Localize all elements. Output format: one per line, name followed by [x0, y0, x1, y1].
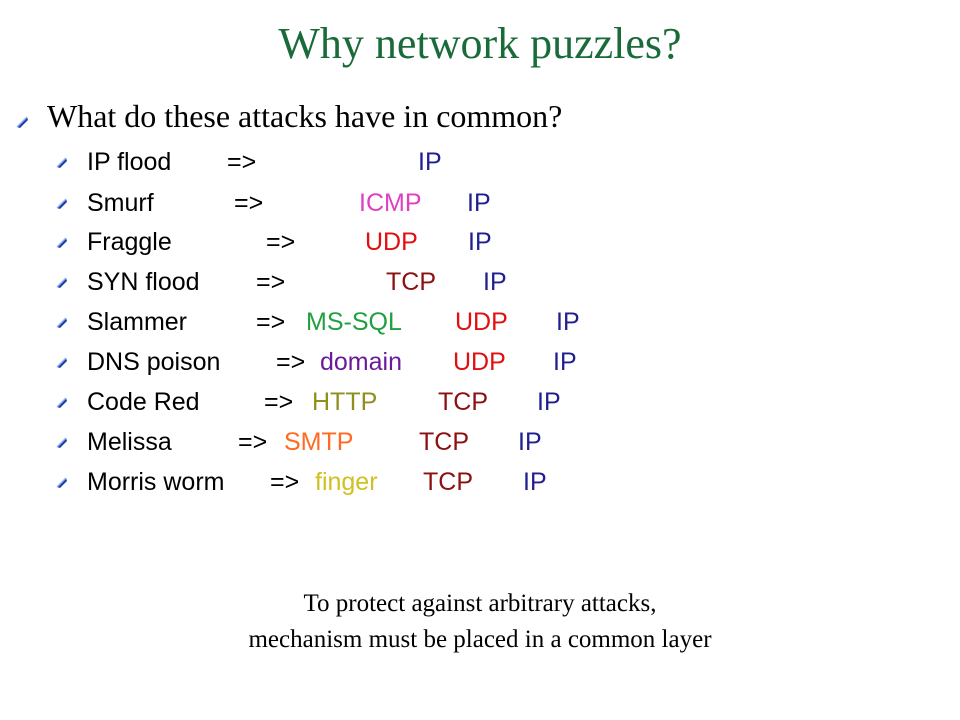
slide-title: Why network puzzles?: [278, 19, 682, 68]
protocol-label: UDP: [453, 348, 506, 376]
question-text: What do these attacks have in common?: [47, 98, 563, 134]
attack-arrow: =>: [256, 268, 286, 296]
protocol-label: finger: [315, 468, 378, 496]
attack-arrow: =>: [270, 468, 300, 496]
attack-name: Code Red: [87, 388, 200, 416]
protocol-label: domain: [320, 348, 402, 376]
protocol-label: TCP: [423, 468, 473, 496]
protocol-label: IP: [518, 428, 542, 456]
protocol-label: TCP: [386, 268, 436, 296]
attack-name: Fraggle: [87, 228, 172, 256]
attack-row: Slammer => MS-SQL UDP IP: [56, 302, 756, 342]
attack-arrow: =>: [256, 308, 286, 336]
attack-arrow: =>: [238, 428, 268, 456]
bullet-icon: [56, 157, 67, 168]
attack-name: Slammer: [87, 308, 188, 336]
bullet-icon: [56, 477, 67, 488]
bullet-icon: [56, 237, 67, 248]
attack-name: IP flood: [87, 148, 172, 176]
protocol-label: UDP: [365, 228, 418, 256]
attack-name: Morris worm: [87, 468, 225, 496]
protocol-label: IP: [553, 348, 577, 376]
bullet-icon: [56, 437, 67, 448]
bullet-icon: [56, 198, 67, 209]
attack-row: IP flood => IP: [56, 142, 756, 182]
attack-row: DNS poison => domain UDP IP: [56, 342, 756, 382]
protocol-label: IP: [483, 268, 507, 296]
attack-row: Code Red => HTTP TCP IP: [56, 382, 756, 422]
protocol-label: IP: [468, 228, 492, 256]
attack-name: Melissa: [87, 428, 172, 456]
protocol-label: ICMP: [359, 189, 422, 217]
attack-arrow: =>: [234, 189, 264, 217]
conclusion: To protect against arbitrary attacks, me…: [0, 586, 960, 658]
attack-arrow: =>: [266, 228, 296, 256]
protocol-label: IP: [556, 308, 580, 336]
protocol-label: TCP: [419, 428, 469, 456]
attack-row: Morris worm => finger TCP IP: [56, 462, 756, 502]
bullet-icon: [56, 277, 67, 288]
attack-row: Smurf => ICMP IP: [56, 183, 756, 223]
bullet-icon: [16, 116, 28, 128]
protocol-label: MS-SQL: [306, 308, 402, 336]
attack-arrow: =>: [276, 348, 306, 376]
attack-name: SYN flood: [87, 268, 200, 296]
attack-row: Melissa => SMTP TCP IP: [56, 422, 756, 462]
bullet-icon: [56, 317, 67, 328]
attack-arrow: =>: [264, 388, 294, 416]
protocol-label: TCP: [438, 388, 488, 416]
protocol-label: IP: [523, 468, 547, 496]
bullet-icon: [56, 397, 67, 408]
attack-name: Smurf: [87, 189, 154, 217]
attack-row: Fraggle => UDP IP: [56, 222, 756, 262]
attack-row: SYN flood => TCP IP: [56, 262, 756, 302]
protocol-label: IP: [537, 388, 561, 416]
protocol-label: UDP: [455, 308, 508, 336]
bullet-icon: [56, 357, 67, 368]
attack-name: DNS poison: [87, 348, 221, 376]
protocol-label: HTTP: [312, 388, 378, 416]
protocol-label: IP: [467, 189, 491, 217]
protocol-label: SMTP: [284, 428, 354, 456]
protocol-label: IP: [418, 148, 442, 176]
conclusion-line-2: mechanism must be placed in a common lay…: [248, 626, 712, 653]
conclusion-line-1: To protect against arbitrary attacks,: [303, 590, 657, 617]
attack-arrow: =>: [227, 148, 257, 176]
